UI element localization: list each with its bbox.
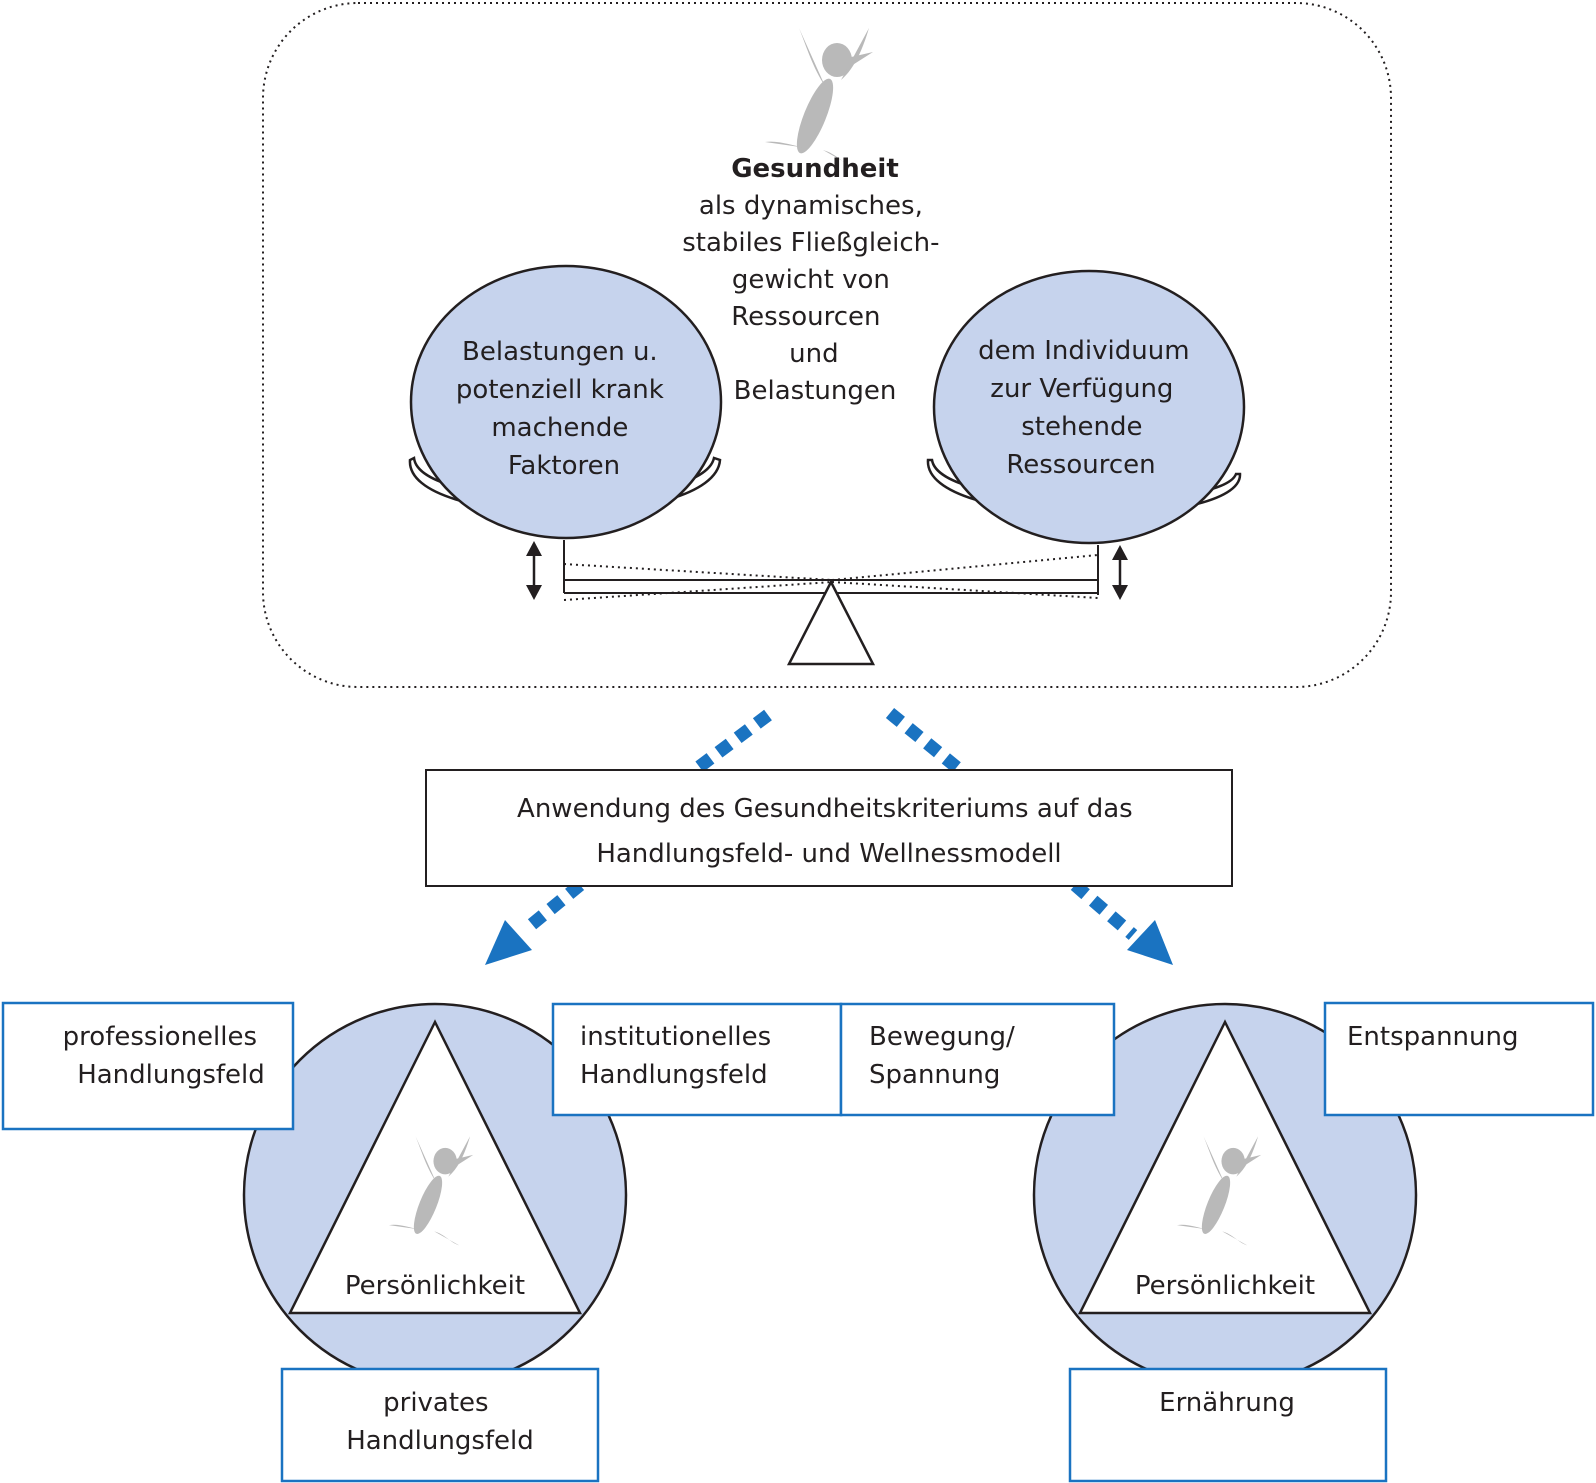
flow-arrow-top-left (691, 709, 772, 776)
application-text: Anwendung des Gesundheitskriteriums auf … (517, 794, 1141, 869)
institutional-field-line: institutionelles (580, 1022, 771, 1052)
balance-panel (262, 2, 1392, 688)
professional-field-box (1, 1001, 295, 1131)
balance-title: Gesundheit (731, 154, 899, 184)
handlungsfeld-center-label: Persönlichkeit (345, 1271, 525, 1301)
application-box (425, 769, 1233, 887)
movement-label: Bewegung/ Spannung (869, 1022, 1023, 1090)
movement-line: Bewegung/ (869, 1022, 1015, 1052)
flow-arrow-bottom-left (485, 879, 585, 965)
left-ball (409, 264, 723, 540)
handlungsfeld-model: Persönlichkeit (242, 1002, 628, 1388)
right-ball-line: zur Verfügung (990, 374, 1173, 404)
balance-description-line: gewicht von (732, 265, 890, 295)
balance-description-line: Ressourcen (731, 302, 880, 332)
balance-description-line: stabiles Fließgleich- (682, 228, 939, 258)
balance-description-line: Belastungen (734, 376, 897, 406)
movement-line: Spannung (869, 1060, 1000, 1090)
balance-description: als dynamisches, stabiles Fließgleich- g… (682, 191, 948, 406)
nutrition-label: Ernährung (1159, 1388, 1295, 1418)
institutional-field-box (551, 1002, 843, 1117)
professional-field-line: Handlungsfeld (77, 1060, 265, 1090)
left-ball-line: machende (491, 413, 628, 443)
left-ball-line: potenziell krank (456, 375, 664, 405)
private-field-box (280, 1367, 600, 1483)
double-arrow-icon (1112, 545, 1128, 600)
right-ball-line: stehende (1021, 412, 1142, 442)
professional-field-line: professionelles (63, 1022, 257, 1052)
balance-description-line: als dynamisches, (699, 191, 923, 221)
institutional-field-label: institutionelles Handlungsfeld (580, 1022, 779, 1090)
fulcrum-icon (786, 579, 876, 666)
jumping-figure-icon (755, 14, 881, 176)
private-field-label: privates Handlungsfeld (346, 1388, 534, 1456)
movement-box (839, 1002, 1116, 1117)
relaxation-label: Entspannung (1347, 1022, 1519, 1052)
application-line: Anwendung des Gesundheitskriteriums auf … (517, 794, 1133, 824)
right-ball-text: dem Individuum zur Verfügung stehende Re… (978, 336, 1198, 480)
flow-arrow-bottom-right (1070, 880, 1173, 965)
left-ball-line: Faktoren (508, 451, 620, 481)
private-field-line: privates (383, 1388, 488, 1418)
application-line: Handlungsfeld- und Wellnessmodell (596, 839, 1061, 869)
left-ball-line: Belastungen u. (462, 337, 658, 367)
left-ball-text: Belastungen u. potenziell krank machende… (456, 337, 672, 481)
relaxation-box (1323, 1001, 1595, 1117)
balance-description-line: und (789, 339, 838, 369)
double-arrow-icon (526, 541, 542, 600)
nutrition-box (1068, 1367, 1388, 1483)
private-field-line: Handlungsfeld (346, 1426, 534, 1456)
institutional-field-line: Handlungsfeld (580, 1060, 768, 1090)
right-ball-line: dem Individuum (978, 336, 1189, 366)
right-ball (932, 269, 1246, 545)
wellness-center-label: Persönlichkeit (1135, 1271, 1315, 1301)
wellness-model: Persönlichkeit (1032, 1002, 1418, 1388)
flow-arrow-top-right (885, 707, 965, 776)
right-ball-line: Ressourcen (1006, 450, 1155, 480)
professional-field-label: professionelles Handlungsfeld (63, 1022, 266, 1090)
